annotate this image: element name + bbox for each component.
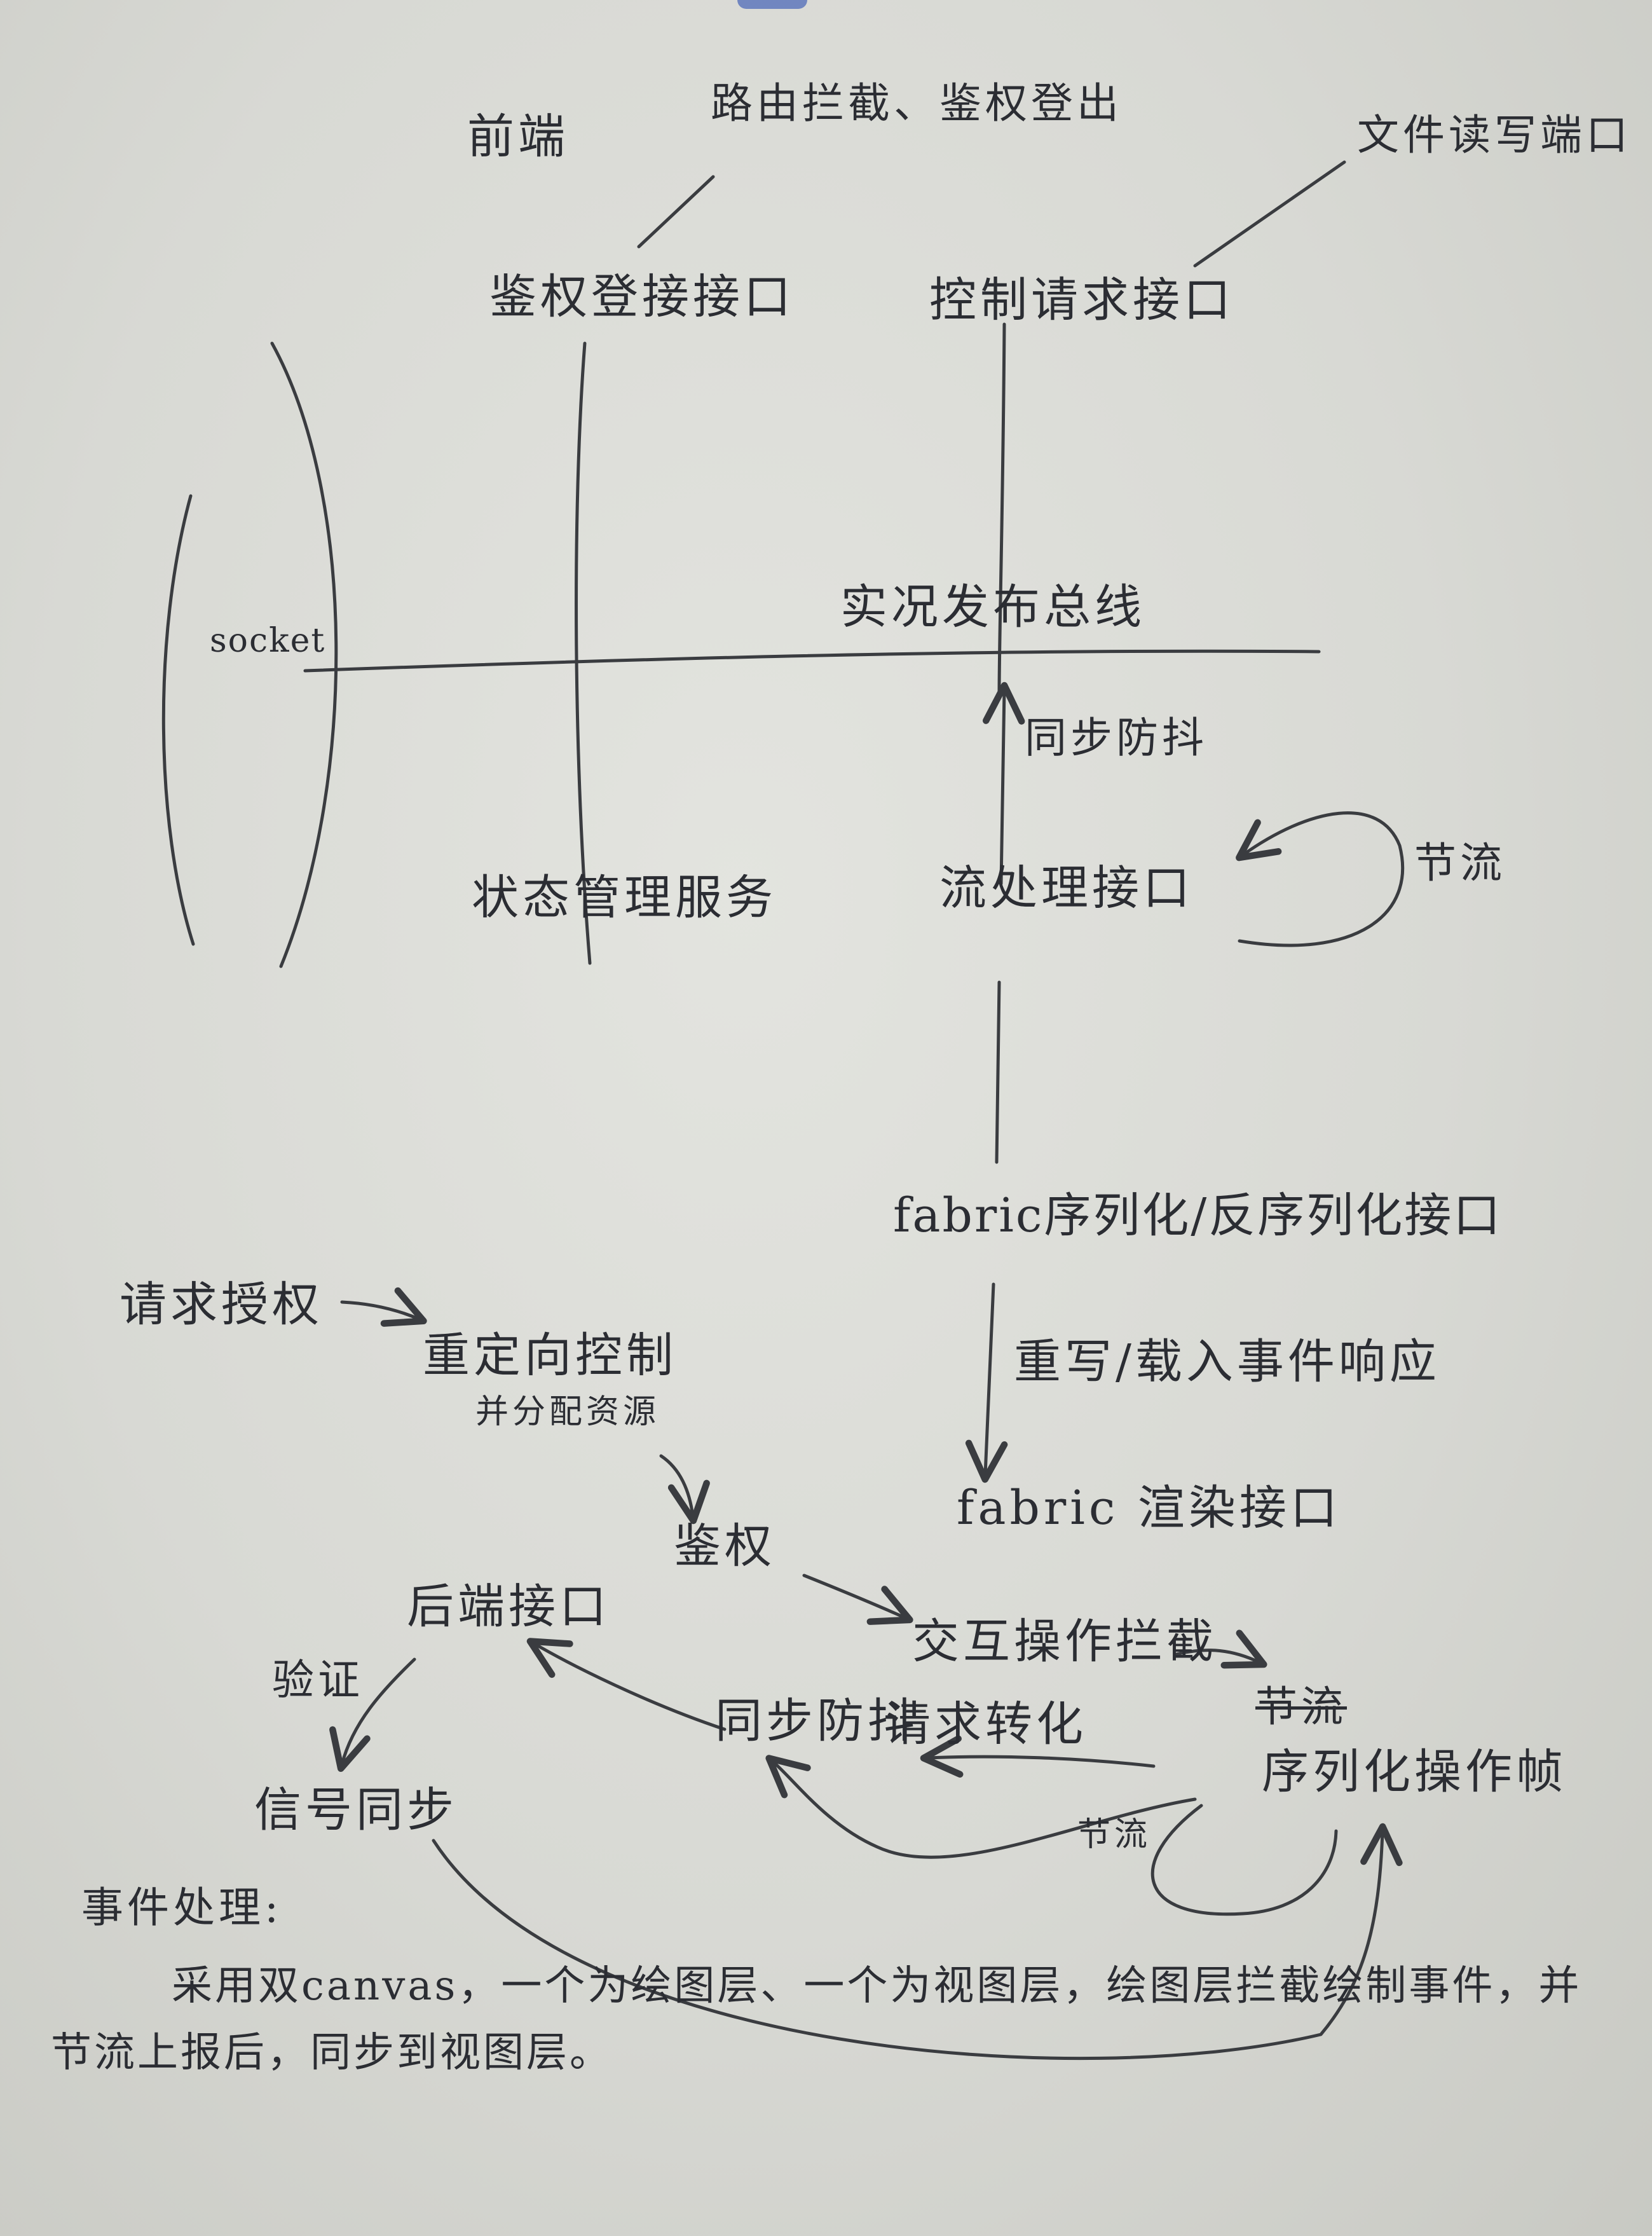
publish-bus-line bbox=[303, 649, 1321, 673]
serialize-to-request-convert bbox=[920, 1735, 1156, 1778]
frontend-label: 前端 bbox=[467, 109, 569, 164]
throttle-2-label: 节流 bbox=[1255, 1682, 1347, 1731]
backend-interface-label: 后端接口 bbox=[407, 1579, 610, 1634]
throttle-label: 节流 bbox=[1414, 839, 1506, 888]
signal-to-serialize-curve bbox=[432, 1823, 1403, 2061]
allocate-to-authenticate bbox=[659, 1454, 710, 1525]
socket-arc-outer bbox=[270, 341, 338, 968]
socket-label: socket bbox=[210, 622, 326, 660]
allocate-resource-label: 并分配资源 bbox=[475, 1393, 660, 1431]
authenticate-to-interaction bbox=[802, 1574, 913, 1625]
verify-label: 验证 bbox=[272, 1656, 364, 1704]
fabric-serialize-label: fabric序列化/反序列化接口 bbox=[893, 1188, 1503, 1243]
connector-file-rw bbox=[1193, 160, 1346, 268]
debounce-to-backend bbox=[526, 1638, 727, 1731]
interaction-intercept-label: 交互操作拦截 bbox=[912, 1614, 1217, 1669]
throttle-3-label: 节流 bbox=[1077, 1816, 1152, 1854]
verify-to-signal-sync bbox=[329, 1657, 416, 1773]
serialize-to-render-arrow bbox=[965, 1282, 1008, 1483]
publish-bus-label: 实况发布总线 bbox=[840, 580, 1145, 634]
stream-to-fabric-line bbox=[995, 980, 1001, 1164]
route-intercept-label: 路由拦截、鉴权登出 bbox=[711, 79, 1123, 128]
serialize-ops-label: 序列化操作帧 bbox=[1262, 1745, 1567, 1799]
signal-sync-label: 信号同步 bbox=[254, 1783, 458, 1837]
request-convert-label: 请求转化 bbox=[884, 1697, 1087, 1752]
event-handling-heading: 事件处理: bbox=[81, 1883, 283, 1932]
stream-interface-label: 流处理接口 bbox=[939, 861, 1194, 916]
connector-route-intercept bbox=[637, 175, 715, 249]
auth-interface-label: 鉴权登接接口 bbox=[489, 270, 795, 324]
summary-line-2: 节流上报后，同步到视图层。 bbox=[51, 2029, 613, 2076]
request-auth-label: 请求授权 bbox=[119, 1277, 323, 1332]
auth-vertical-line bbox=[575, 341, 592, 965]
fabric-render-label: fabric 渲染接口 bbox=[957, 1481, 1341, 1535]
redraw-event-label: 重写/载入事件响应 bbox=[1014, 1334, 1440, 1389]
top-light-glow bbox=[737, 0, 807, 9]
authenticate-label: 鉴权 bbox=[674, 1519, 775, 1574]
request-auth-to-redirect bbox=[340, 1287, 427, 1327]
throttle-loop-lower bbox=[1150, 1804, 1338, 1916]
interaction-to-throttle bbox=[1174, 1629, 1267, 1669]
state-service-label: 状态管理服务 bbox=[472, 870, 777, 925]
redirect-control-label: 重定向控制 bbox=[423, 1328, 677, 1383]
control-vertical-line bbox=[997, 322, 1006, 695]
stream-up-arrow bbox=[982, 682, 1025, 886]
file-rw-port-label: 文件读写端口 bbox=[1357, 111, 1632, 160]
summary-line-1: 采用双canvas，一个为绘图层、一个为视图层，绘图层拦截绘制事件，并 bbox=[172, 1963, 1582, 2010]
socket-arc-inner bbox=[161, 494, 195, 946]
sync-debounce-2-label: 同步防抖 bbox=[715, 1694, 918, 1748]
serialize-to-debounce-curve bbox=[765, 1755, 1197, 1859]
control-request-label: 控制请求接口 bbox=[929, 273, 1234, 327]
sync-debounce-label: 同步防抖 bbox=[1025, 713, 1208, 762]
throttle-loop bbox=[1236, 811, 1405, 947]
